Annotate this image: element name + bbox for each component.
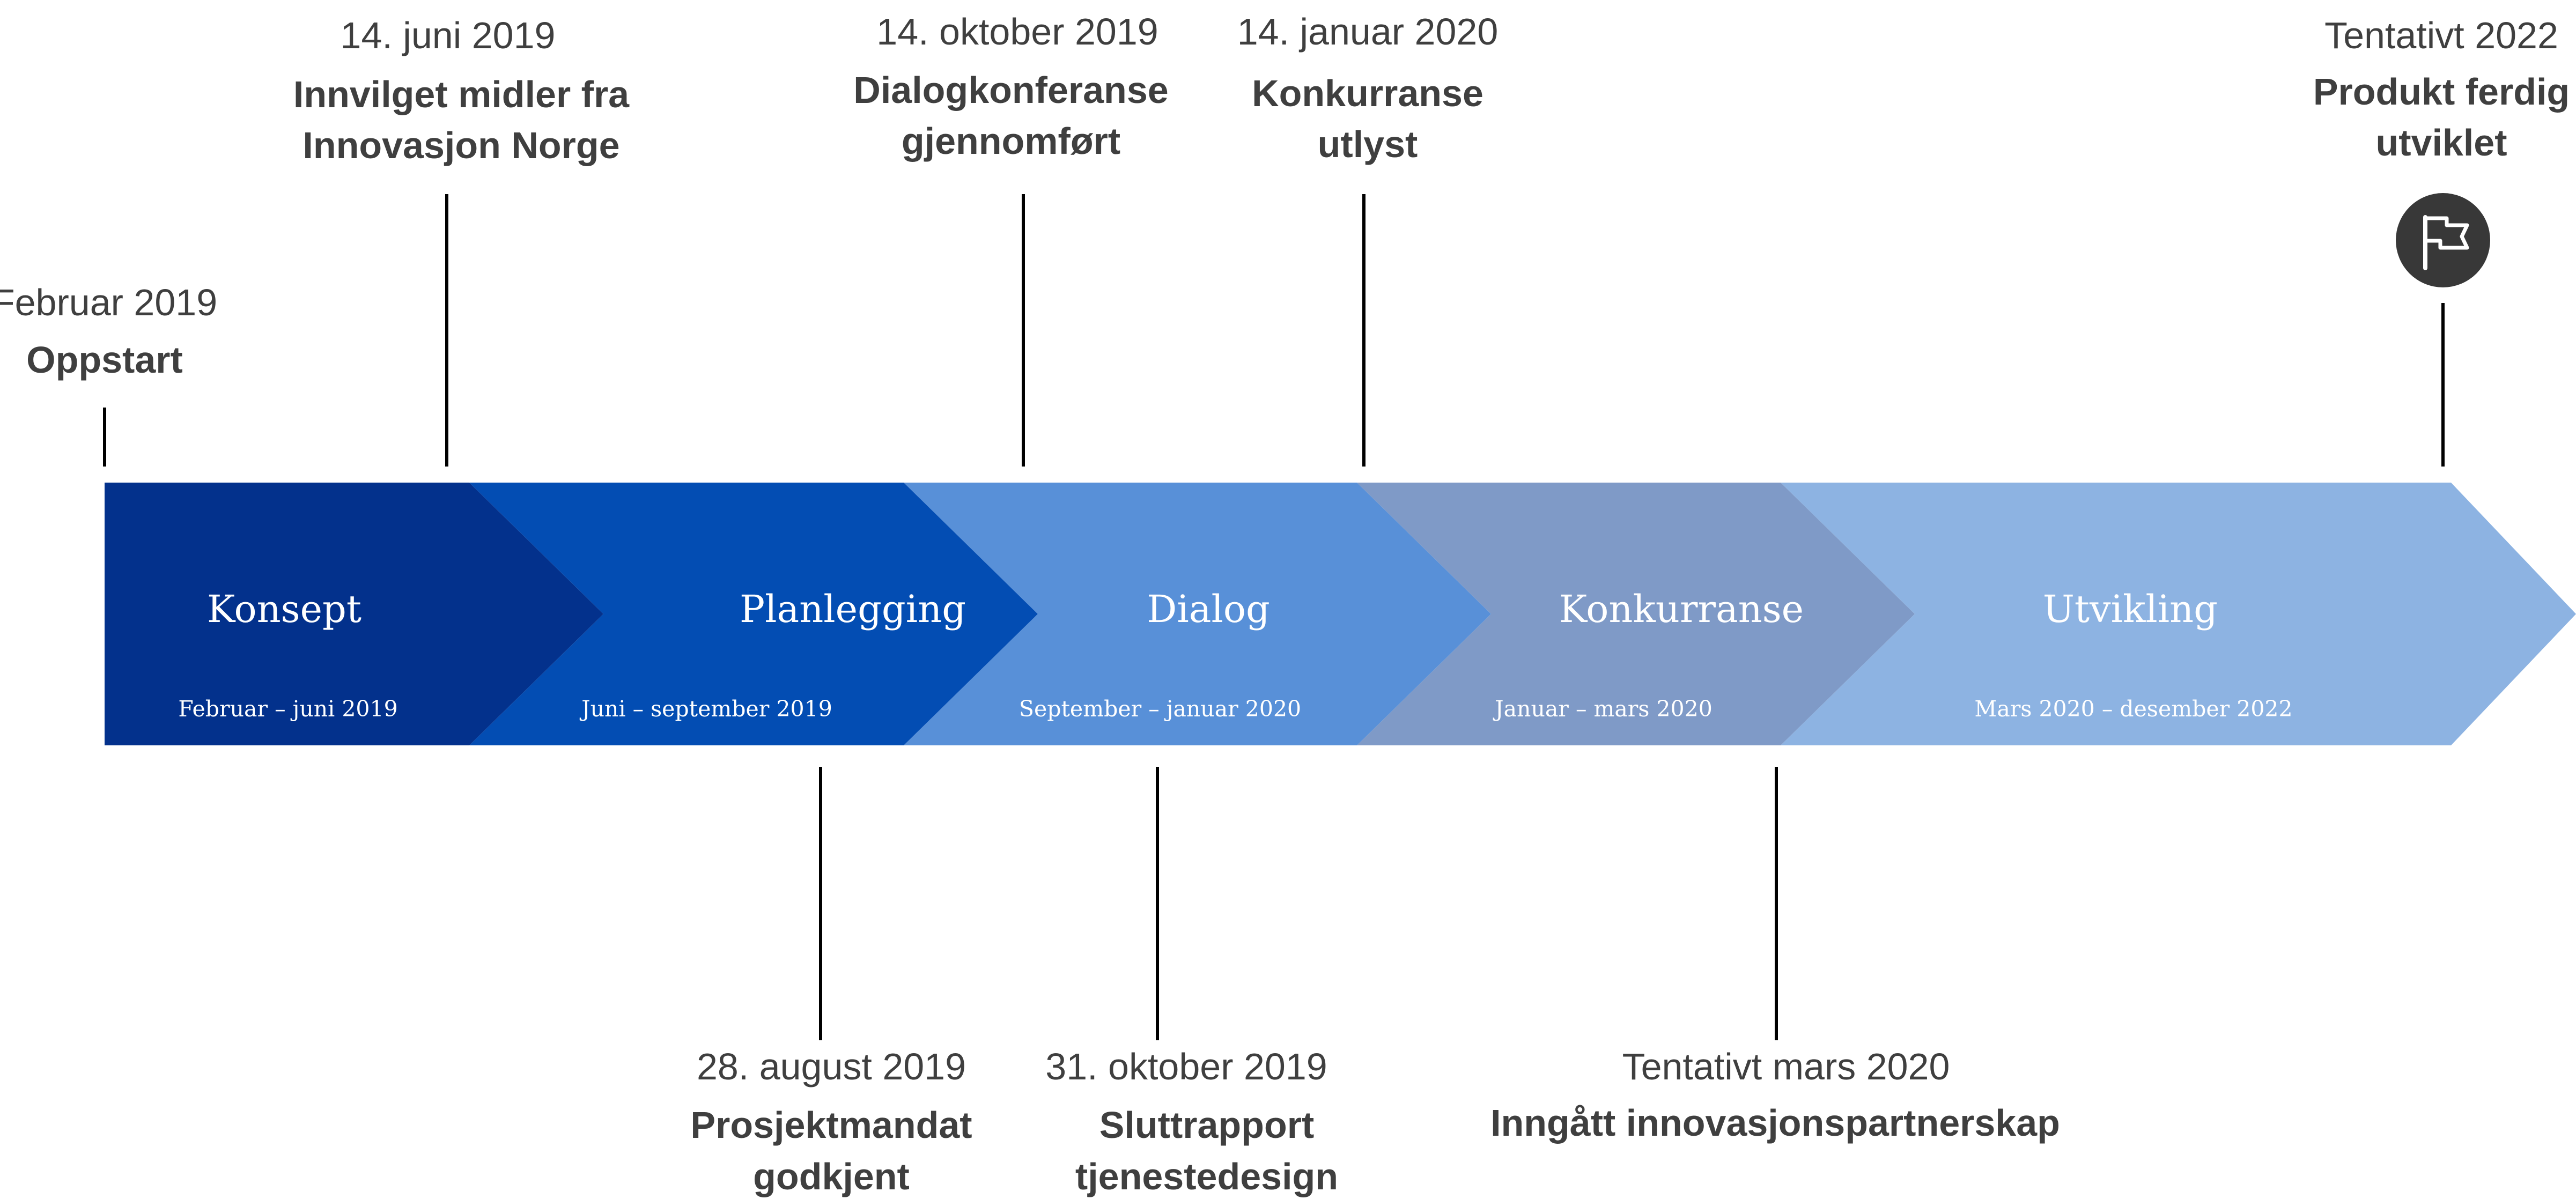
milestone-title-line-1: Prosjektmandat [690,1104,972,1146]
milestones-above: Februar 2019 Oppstart 14. juni 2019 Innv… [0,11,2570,467]
milestone-title-line-1: Dialogkonferanse [853,69,1168,111]
phase-dialog-chevron [904,483,1491,745]
milestone-title: Oppstart [26,339,183,381]
milestone-title-line-2: tjenestedesign [1075,1156,1338,1197]
phase-dialog-name: Dialog [1147,587,1270,631]
milestone-title-line-1: Produkt ferdig [2313,71,2570,113]
phase-dialog-dates: September – januar 2020 [1019,696,1301,722]
milestone-title-line-2: utviklet [2375,122,2507,164]
milestone-date: 14. oktober 2019 [876,11,1158,53]
milestone-innovasjonspartnerskap: Tentativt mars 2020 Inngått innovasjonsp… [1490,767,2060,1144]
phase-utvikling-name: Utvikling [2043,587,2218,631]
milestone-title-line-2: gjennomført [902,120,1120,162]
milestone-date: Tentativt mars 2020 [1622,1046,1950,1087]
milestone-date: 31. oktober 2019 [1045,1046,1327,1087]
phase-band [105,483,2576,745]
milestone-prosjektmandat: 28. august 2019 Prosjektmandat godkjent [690,767,972,1197]
phase-planlegging-name: Planlegging [740,587,966,631]
phase-utvikling-chevron [1781,483,2576,745]
phase-planlegging-chevron [469,483,1038,745]
phase-konsept-chevron [105,483,603,745]
milestone-date: 14. juni 2019 [341,14,556,56]
milestone-date: Februar 2019 [0,282,217,323]
milestone-oppstart: Februar 2019 Oppstart [0,282,217,467]
milestone-date: 28. august 2019 [697,1046,966,1087]
phase-konsept-name: Konsept [207,587,361,631]
milestone-konkurranse-utlyst: 14. januar 2020 Konkurranse utlyst [1237,11,1499,467]
phase-planlegging-dates: Juni – september 2019 [579,696,832,722]
phase-konkurranse-name: Konkurranse [1559,587,1804,631]
milestone-title-line-1: Sluttrapport [1099,1104,1315,1146]
phase-konkurranse-chevron [1357,483,1915,745]
milestone-title-line-1: Innvilget midler fra [293,73,630,115]
milestone-date: 14. januar 2020 [1237,11,1499,53]
milestone-dialogkonferanse: 14. oktober 2019 Dialogkonferanse gjenno… [853,11,1169,467]
phase-utvikling-dates: Mars 2020 – desember 2022 [1974,696,2292,722]
milestone-title-line-2: Innovasjon Norge [302,124,619,166]
milestones-below: 28. august 2019 Prosjektmandat godkjent … [690,767,2060,1197]
flag-icon [2396,193,2490,287]
milestone-title-line-2: utlyst [1318,123,1418,165]
phase-konkurranse-dates: Januar – mars 2020 [1493,696,1713,722]
milestone-title-line-1: Konkurranse [1252,72,1483,114]
milestone-title: Inngått innovasjonspartnerskap [1490,1102,2060,1144]
milestone-sluttrapport: 31. oktober 2019 Sluttrapport tjenestede… [1045,767,1338,1197]
milestone-produkt-ferdig: Tentativt 2022 Produkt ferdig utviklet [2313,14,2570,467]
phase-konsept-dates: Februar – juni 2019 [178,696,397,722]
milestone-title-line-2: godkjent [753,1156,910,1197]
milestone-date: Tentativt 2022 [2324,14,2558,56]
phase-labels: Konsept Februar – juni 2019 Planlegging … [178,587,2292,722]
milestone-innvilget-midler: 14. juni 2019 Innvilget midler fra Innov… [293,14,630,467]
